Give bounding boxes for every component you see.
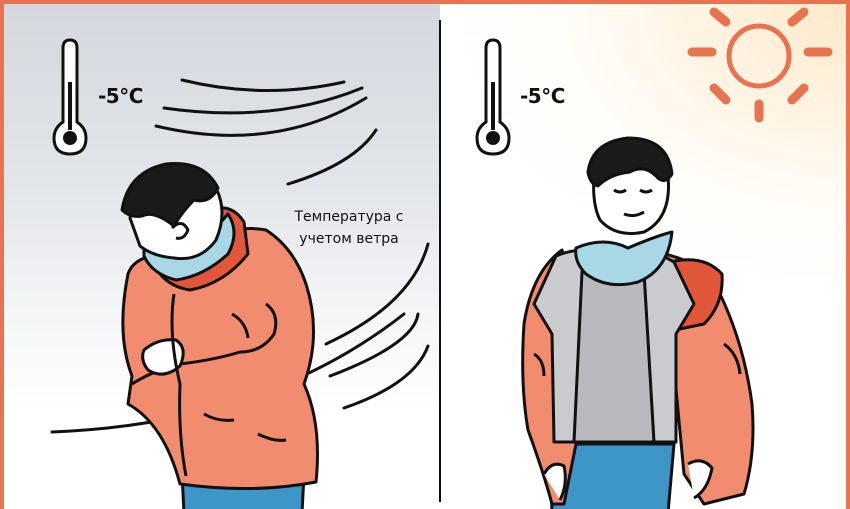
caption-line-1: Температура с	[274, 206, 424, 228]
wind-chill-caption: Температура с учетом ветра	[274, 206, 424, 250]
panel-divider	[439, 20, 441, 502]
right-scene	[440, 4, 850, 509]
thermometer-icon	[477, 40, 509, 154]
caption-line-2: учетом ветра	[274, 228, 424, 250]
sun-icon	[692, 12, 828, 118]
right-temperature-label: -5°C	[520, 84, 565, 108]
right-panel-calm: -5°C	[440, 4, 850, 509]
left-scene	[4, 4, 440, 509]
left-temperature-label: -5°C	[98, 84, 143, 108]
left-panel-windy: -5°C Температура с учетом ветра	[4, 4, 440, 509]
thermometer-icon	[54, 40, 86, 154]
calm-man-figure	[523, 138, 753, 509]
